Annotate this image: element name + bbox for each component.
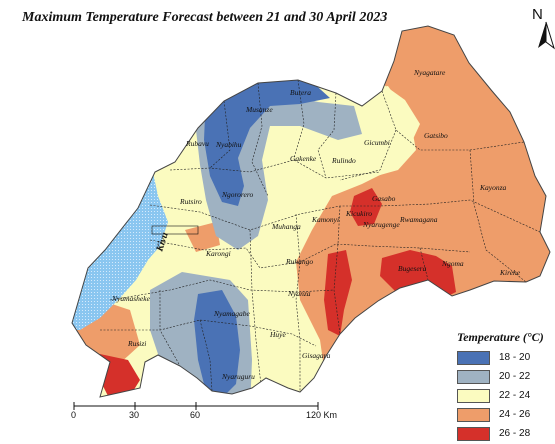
district-label: Nyagatare [413, 68, 446, 77]
legend-label: 22 - 24 [499, 390, 531, 401]
zone-26-28-east-strip [324, 250, 352, 336]
district-label: Gakenke [290, 154, 317, 163]
zone-22-24-south [250, 300, 302, 397]
legend-label: 20 - 22 [499, 371, 531, 382]
scale-tick-label: 120 Km [306, 410, 338, 420]
north-arrow: N [530, 6, 555, 56]
legend-item: 18 - 20 [457, 349, 555, 366]
legend-swatch [457, 388, 490, 403]
district-label: Gatsibo [424, 131, 448, 140]
district-label: Muhanga [271, 222, 301, 231]
district-label: Rutsiro [179, 197, 202, 206]
district-label: Rulindo [331, 156, 356, 165]
district-label: Burera [290, 88, 311, 97]
district-label: Nyamasheke [111, 294, 151, 303]
district-label: Karongi [205, 249, 231, 258]
district-label: Musanze [245, 105, 273, 114]
scale-bar-line [73, 402, 319, 410]
scale-tick-label: 60 [190, 410, 201, 420]
district-label: Ngororero [221, 190, 254, 199]
district-label: Rwamagana [399, 215, 438, 224]
district-boundaries [100, 79, 541, 395]
zone-22-24-gicumbi [340, 86, 416, 180]
district-label: Gicumbi [364, 138, 390, 147]
district-label: Gisagara [302, 351, 331, 360]
scale-tick-label: 0 [71, 410, 77, 420]
country-outline [71, 25, 551, 398]
legend: Temperature (°C) 18 - 20 20 - 22 22 - 24… [457, 330, 555, 444]
district-label: Gasabo [372, 194, 396, 203]
district-label: Bugesera [398, 264, 427, 273]
district-label: Kayonza [479, 183, 507, 192]
map-figure: Maximum Temperature Forecast between 21 … [22, 6, 555, 441]
district-label: Huye [269, 330, 286, 339]
district-label: Rusizi [127, 339, 146, 348]
district-label: Rubavu [185, 139, 209, 148]
north-letter: N [532, 6, 543, 23]
legend-swatch [457, 369, 490, 384]
legend-item: 22 - 24 [457, 387, 555, 404]
map-title: Maximum Temperature Forecast between 21 … [22, 10, 388, 25]
district-label: Ruhango [285, 257, 313, 266]
district-label: Nyaruguru [221, 372, 255, 381]
district-label: Kamonyi [311, 215, 339, 224]
legend-label: 24 - 26 [499, 409, 531, 420]
rwanda-map: Kivu Nyagatare Burera Musanze Gicumbi Ga… [71, 25, 551, 398]
district-label: Nyamagabe [213, 309, 250, 318]
scale-tick-label: 30 [129, 410, 140, 420]
district-label: Nyabihu [215, 140, 242, 149]
district-label: Nyarugenge [362, 220, 400, 229]
zone-24-26-karongi [185, 222, 220, 252]
district-label: Kirehe [499, 268, 521, 277]
legend-item: 24 - 26 [457, 406, 555, 423]
legend-label: 18 - 20 [499, 352, 531, 363]
district-label: Nyanza [287, 289, 311, 298]
zone-26-28-gasabo [350, 188, 382, 226]
legend-title: Temperature (°C) [457, 330, 544, 344]
district-label: Kicukiro [345, 209, 372, 218]
zone-26-28-rusizi [100, 354, 140, 396]
legend-swatch [457, 350, 490, 365]
district-label: Ngoma [441, 259, 464, 268]
legend-swatch [457, 407, 490, 422]
zone-18-20-north [204, 74, 330, 206]
legend-item: 20 - 22 [457, 368, 555, 385]
scale-bar: 0 30 60 120 Km [68, 400, 338, 434]
north-arrow-icon [538, 21, 555, 50]
lake-label-frame [151, 225, 199, 235]
zone-18-20-south [194, 290, 240, 396]
